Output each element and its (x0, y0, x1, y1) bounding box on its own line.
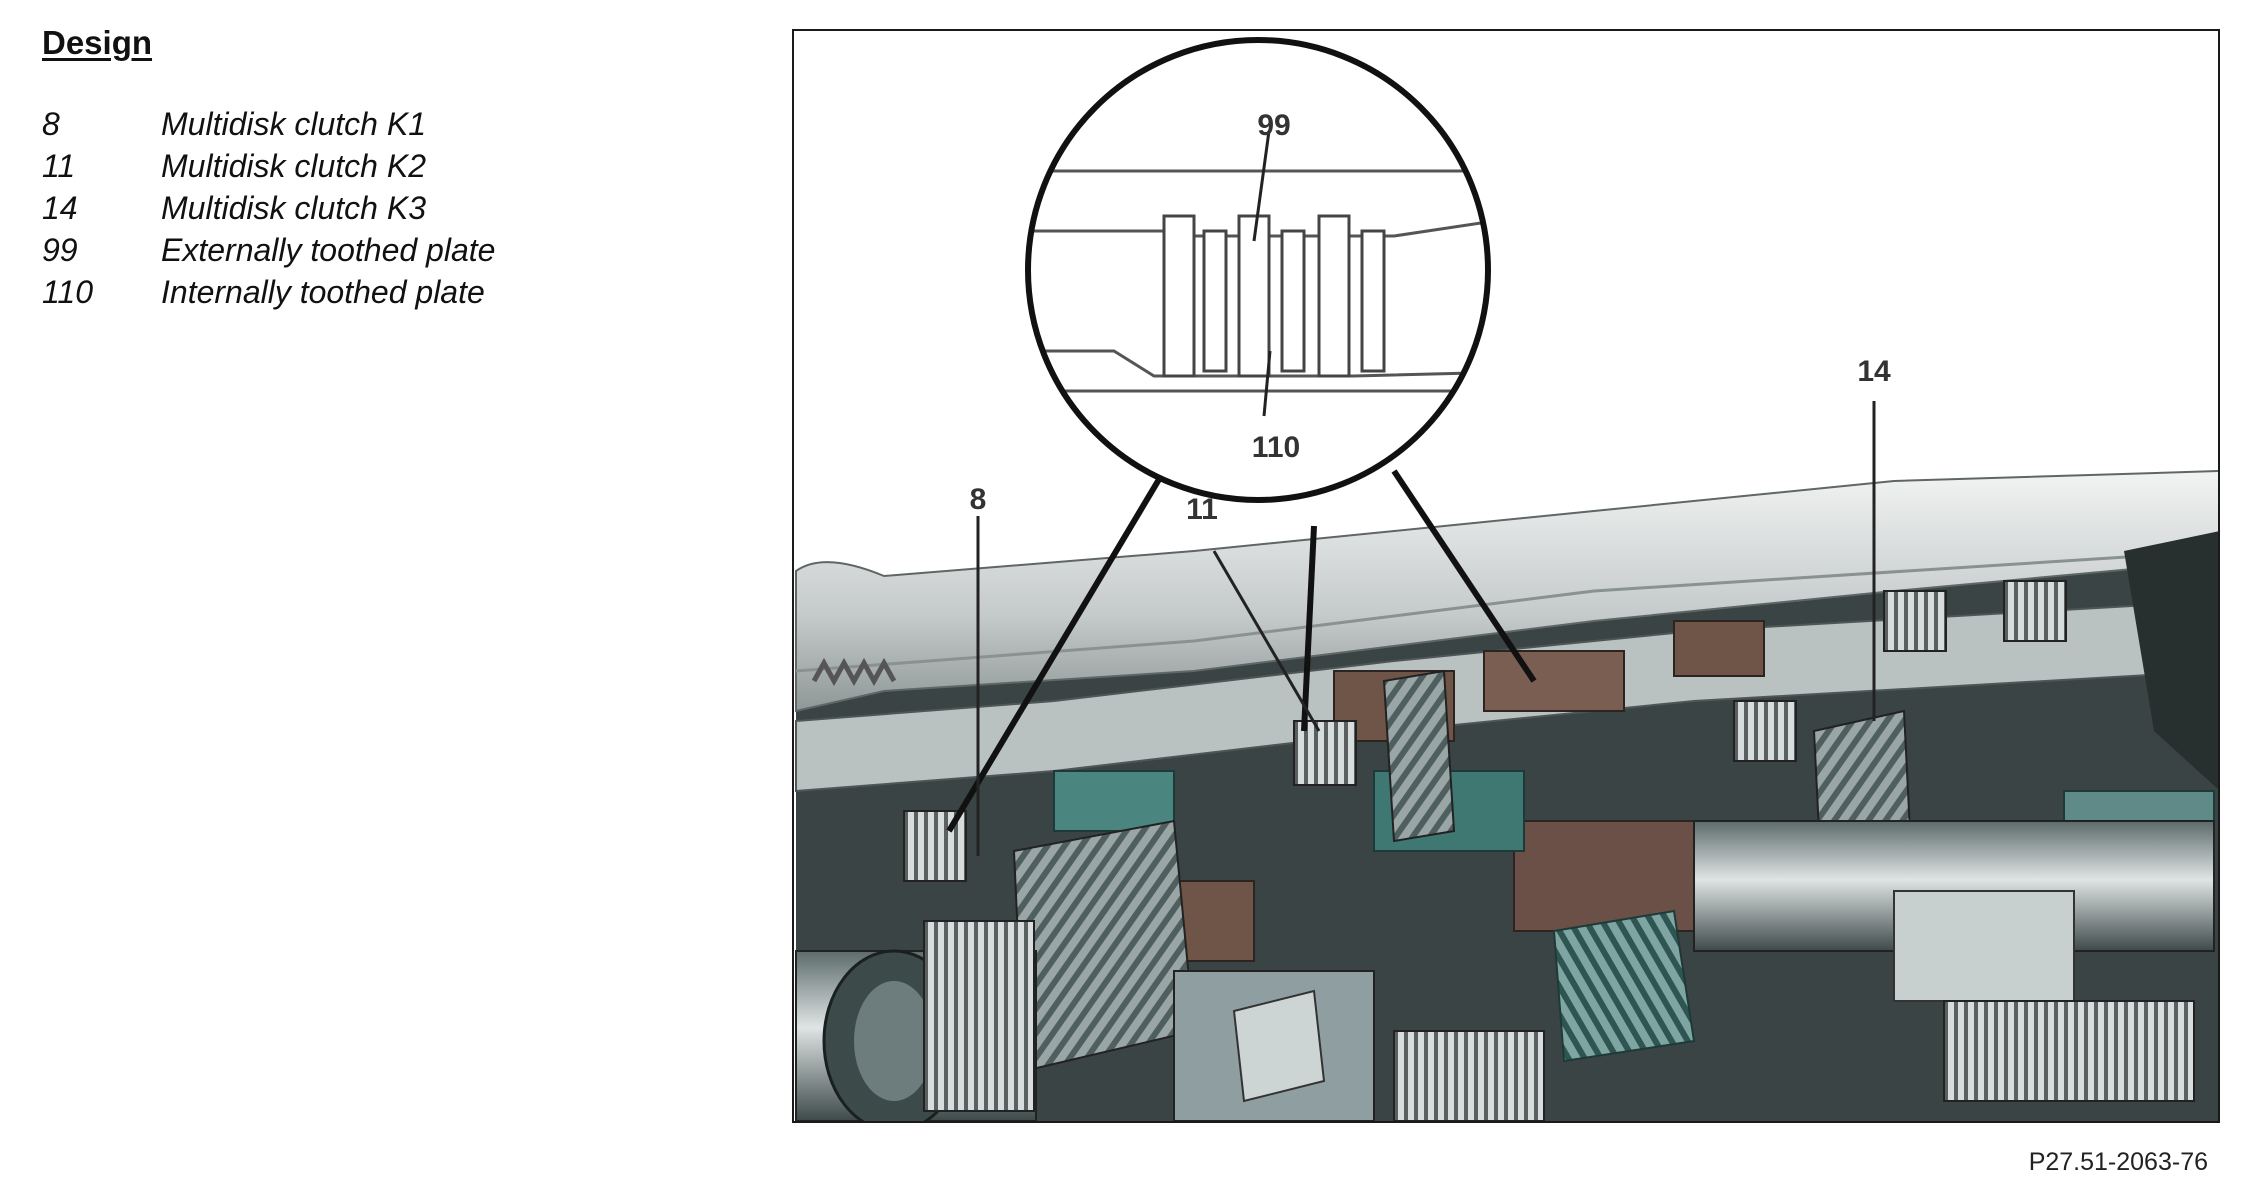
legend-label: Externally toothed plate (161, 232, 496, 268)
callout-lines (976, 401, 1876, 856)
legend-number: 11 (42, 148, 76, 184)
legend-number: 8 (42, 106, 60, 142)
legend-number: 99 (42, 232, 78, 268)
magnified-plate-detail (1025, 37, 1491, 503)
callout-8: 8 (970, 483, 987, 516)
callout-99: 99 (1257, 109, 1290, 142)
legend-number: 14 (42, 190, 78, 226)
legend-label: Multidisk clutch K3 (161, 190, 426, 226)
callout-110: 110 (1252, 431, 1300, 464)
legend-label: Internally toothed plate (161, 274, 485, 310)
magnifier-leader-lines (946, 469, 1537, 833)
section-heading: Design (42, 24, 153, 61)
callout-14: 14 (1857, 355, 1891, 388)
transmission-body (795, 470, 2218, 1121)
callout-11: 11 (1186, 493, 1218, 526)
legend-label: Multidisk clutch K1 (161, 106, 426, 142)
cutaway-drawing: 99 110 8 11 14 (795, 37, 2218, 1121)
legend-number: 110 (42, 274, 94, 310)
legend-label: Multidisk clutch K2 (161, 148, 426, 184)
figure-reference-code: P27.51-2063-76 (2028, 1148, 2208, 1176)
transmission-cutaway-figure: 99 110 8 11 14 (792, 29, 2220, 1123)
